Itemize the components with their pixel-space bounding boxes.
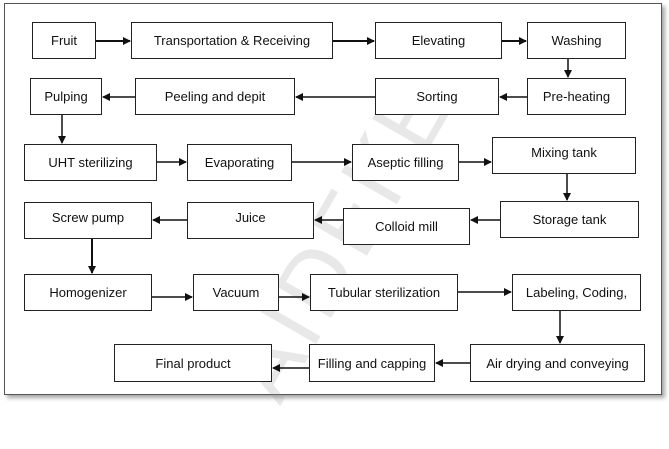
- step-aseptic-filling: Aseptic filling: [352, 144, 459, 181]
- step-tubular-sterilization: Tubular sterilization: [310, 274, 458, 311]
- step-homogenizer: Homogenizer: [24, 274, 152, 311]
- step-evaporating: Evaporating: [187, 144, 292, 181]
- step-pulping: Pulping: [30, 78, 102, 115]
- step-peeling-depit: Peeling and depit: [135, 78, 295, 115]
- step-transportation-receiving: Transportation & Receiving: [131, 22, 333, 59]
- step-final-product: Final product: [114, 344, 272, 382]
- step-screw-pump: Screw pump: [24, 202, 152, 239]
- step-air-drying-conveying: Air drying and conveying: [470, 344, 645, 382]
- step-sorting: Sorting: [375, 78, 499, 115]
- step-pre-heating: Pre-heating: [527, 78, 626, 115]
- step-uht-sterilizing: UHT sterilizing: [24, 144, 157, 181]
- step-juice: Juice: [187, 202, 314, 239]
- step-labeling-coding: Labeling, Coding,: [512, 274, 641, 311]
- step-colloid-mill: Colloid mill: [343, 208, 470, 245]
- step-storage-tank: Storage tank: [500, 201, 639, 238]
- step-mixing-tank: Mixing tank: [492, 137, 636, 174]
- step-elevating: Elevating: [375, 22, 502, 59]
- step-fruit: Fruit: [32, 22, 96, 59]
- flow-arrows: [58, 37, 572, 372]
- step-vacuum: Vacuum: [193, 274, 279, 311]
- step-washing: Washing: [527, 22, 626, 59]
- diagram-frame: [4, 3, 662, 395]
- step-filling-capping: Filling and capping: [309, 344, 435, 382]
